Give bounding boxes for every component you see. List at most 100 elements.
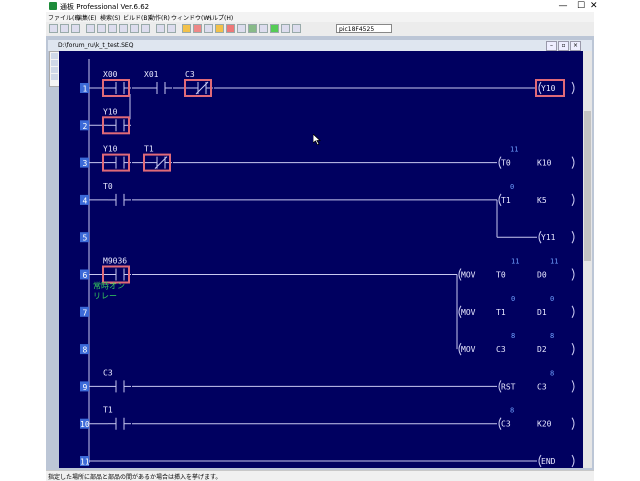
selected-cell[interactable] — [102, 265, 130, 284]
chip-icon[interactable] — [259, 24, 268, 33]
save-icon[interactable] — [71, 24, 80, 33]
rung-number-box[interactable] — [80, 83, 89, 93]
monitor-value: 8 — [550, 332, 554, 340]
instruction-bracket — [571, 380, 575, 393]
title-bar: 通板 Professional Ver.6.62 — ☐ ✕ — [46, 0, 598, 12]
menu-build[interactable]: ビルド(B) — [123, 15, 150, 22]
rung-number-box[interactable] — [80, 456, 89, 466]
selected-cell[interactable] — [102, 153, 130, 172]
device-comment: リレー — [93, 292, 117, 301]
settings-icon[interactable] — [281, 24, 290, 33]
rung-number-box[interactable] — [80, 418, 89, 429]
doc-restore-button[interactable]: ▫ — [558, 41, 569, 51]
selected-cell[interactable] — [102, 79, 130, 97]
tool-coil-icon[interactable] — [51, 67, 58, 73]
menu-help[interactable]: ヘルプ(H) — [206, 15, 234, 22]
menu-bar: ファイル(F) 編集(E) 検索(S) ビルド(B) 動作(R) ウィンドウ(W… — [46, 12, 594, 22]
device-icon[interactable] — [270, 24, 279, 33]
contact-label: X00 — [103, 70, 118, 79]
selected-cell[interactable] — [143, 153, 171, 172]
device-select[interactable]: pic18F4525 — [336, 24, 392, 33]
rung-number-box[interactable] — [80, 344, 89, 355]
preview-icon[interactable] — [167, 24, 176, 33]
instruction-bracket — [571, 417, 575, 430]
instruction-bracket — [538, 454, 542, 468]
status-bar: 指定した場所に部品と部品の間があるか場合は挿入を挙げます。 — [46, 470, 594, 481]
rung-number-box[interactable] — [80, 269, 89, 280]
contact-bg — [108, 156, 132, 169]
undo-icon[interactable] — [119, 24, 128, 33]
contact-nc-slash — [154, 156, 168, 169]
contact-label: C3 — [185, 70, 195, 79]
instruction-name: MOV — [461, 271, 476, 280]
copy-icon[interactable] — [97, 24, 106, 33]
instruction-name: MOV — [461, 345, 476, 354]
rung-number: 3 — [83, 159, 88, 168]
minimize-button[interactable]: — — [558, 1, 568, 11]
rung-number-box[interactable] — [80, 306, 89, 317]
instruction-arg: T0 — [496, 271, 506, 280]
run-icon[interactable] — [248, 24, 257, 33]
instruction-bracket — [458, 268, 462, 281]
info-icon[interactable] — [292, 24, 301, 33]
rung-number: 6 — [83, 271, 88, 280]
find-icon[interactable] — [141, 24, 150, 33]
monitor-value: 8 — [550, 369, 554, 377]
doc-close-button[interactable]: × — [570, 41, 581, 51]
contact-bg — [108, 82, 132, 94]
contact-nc-slash — [195, 81, 209, 95]
contact-label: X01 — [144, 70, 159, 79]
contact-bg — [149, 82, 173, 94]
tool-line-icon[interactable] — [51, 74, 58, 80]
menu-file[interactable]: ファイル(F) — [48, 15, 81, 22]
stop-icon[interactable] — [226, 24, 235, 33]
instruction-bracket — [571, 268, 575, 281]
instruction-name: Y11 — [541, 233, 556, 242]
rung-number-box[interactable] — [80, 381, 89, 392]
instruction-bracket — [571, 230, 575, 244]
menu-window[interactable]: ウィンドウ(W) — [171, 15, 212, 22]
instruction-bracket — [498, 417, 502, 430]
maximize-button[interactable]: ☐ — [576, 1, 586, 11]
rung-number-box[interactable] — [80, 194, 89, 205]
monitor-icon[interactable] — [237, 24, 246, 33]
build-icon[interactable] — [182, 24, 191, 33]
cut-icon[interactable] — [86, 24, 95, 33]
transfer-icon[interactable] — [193, 24, 202, 33]
vertical-scrollbar[interactable] — [583, 51, 592, 468]
instruction-arg: C3 — [496, 345, 506, 354]
instruction-bracket — [571, 193, 575, 207]
tool-cursor-icon[interactable] — [51, 53, 58, 59]
document-title-bar: D:\forum_ru\k_t_test.SEQ – ▫ × — [48, 40, 592, 51]
toolbar: pic18F4525 — [46, 22, 594, 37]
open-file-icon[interactable] — [60, 24, 69, 33]
menu-search[interactable]: 検索(S) — [100, 15, 121, 22]
doc-minimize-button[interactable]: – — [546, 41, 557, 51]
menu-run[interactable]: 動作(R) — [149, 15, 170, 22]
paste-icon[interactable] — [108, 24, 117, 33]
ladder-icon[interactable] — [215, 24, 224, 33]
redo-icon[interactable] — [130, 24, 139, 33]
instruction-arg: K10 — [537, 159, 552, 168]
instruction-arg: T1 — [496, 308, 506, 317]
selected-cell[interactable] — [102, 116, 130, 135]
rung-number-box[interactable] — [80, 232, 89, 243]
menu-edit[interactable]: 編集(E) — [76, 15, 97, 22]
scroll-thumb[interactable] — [584, 111, 591, 261]
print-icon[interactable] — [156, 24, 165, 33]
rung-number: 4 — [83, 196, 88, 205]
contact-bg — [108, 417, 132, 430]
rung-number-box[interactable] — [80, 120, 89, 131]
app-icon — [49, 2, 57, 10]
new-file-icon[interactable] — [49, 24, 58, 33]
close-button[interactable]: ✕ — [590, 1, 598, 11]
rung-number-box[interactable] — [80, 157, 89, 168]
contact-label: T1 — [144, 145, 154, 154]
contact-bg — [108, 268, 132, 281]
tool-contact-icon[interactable] — [51, 60, 58, 66]
selected-cell[interactable] — [535, 79, 565, 97]
selected-cell[interactable] — [184, 79, 212, 97]
grid-icon[interactable] — [204, 24, 213, 33]
